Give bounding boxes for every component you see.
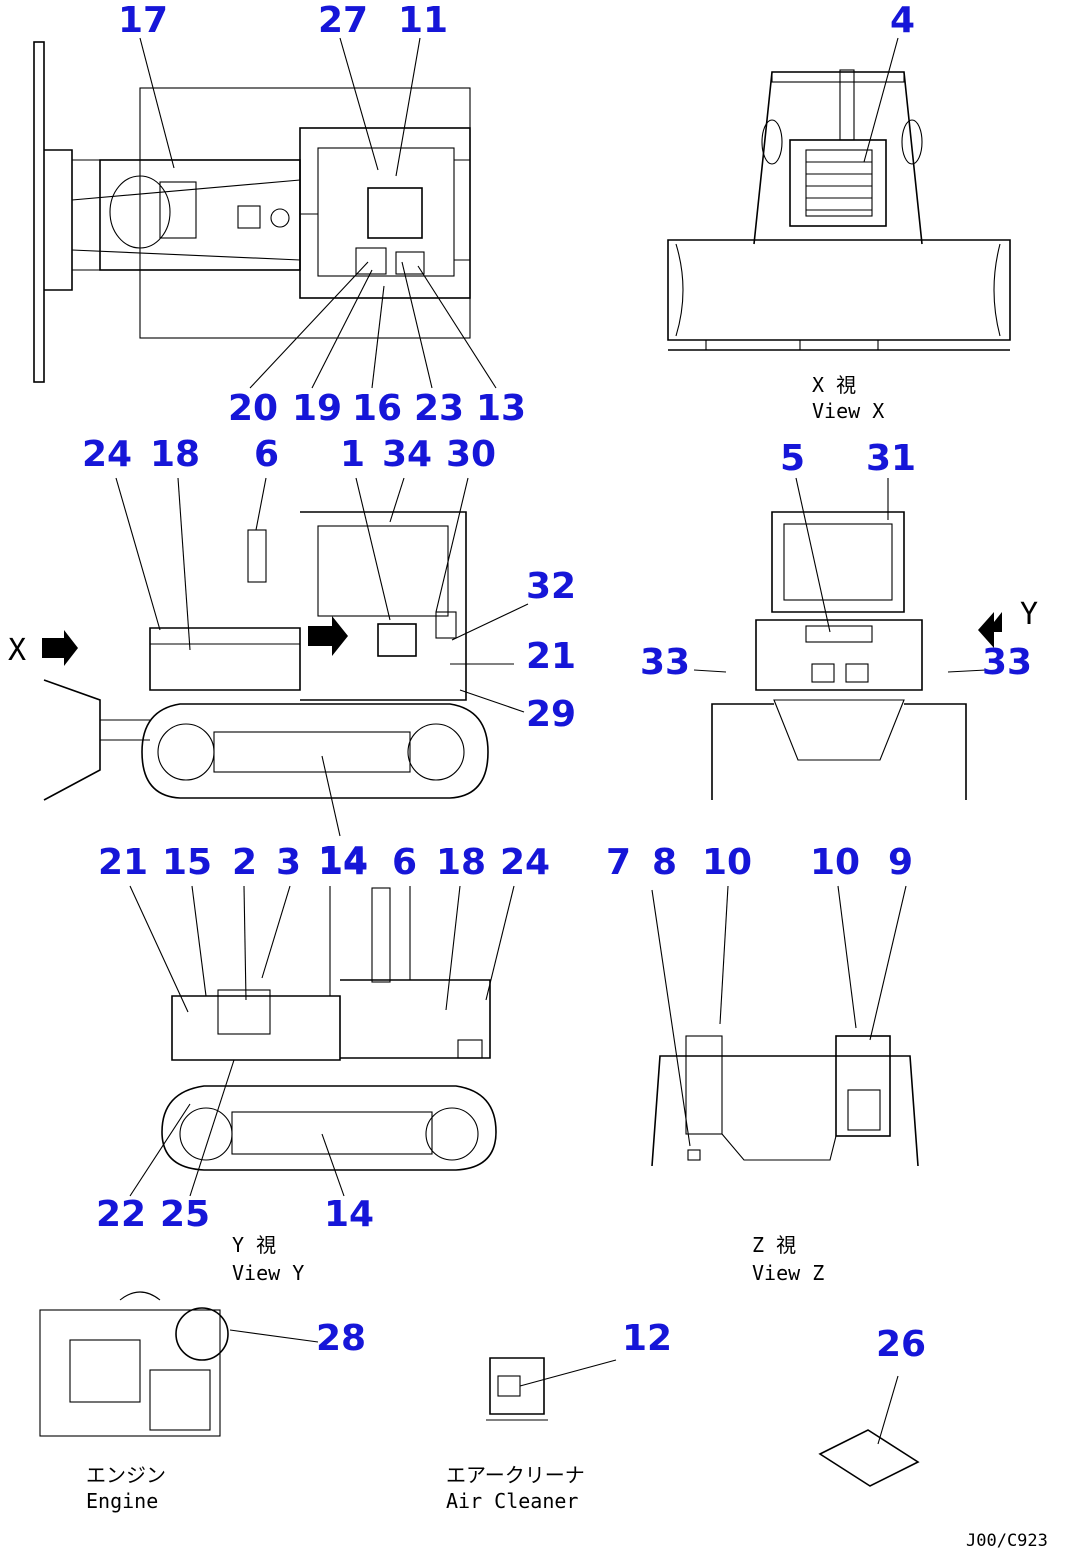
callout-side-1: 1 <box>340 434 365 475</box>
callout-yside-14-lower: 14 <box>324 1194 374 1235</box>
caption-engine-jp: エンジン <box>86 1463 166 1487</box>
top-view-drawing <box>33 37 497 389</box>
callouts-view-z: 7 8 10 10 9 <box>606 842 913 883</box>
callout-z-10-left: 10 <box>702 842 752 883</box>
callout-side-30: 30 <box>446 434 496 475</box>
callouts-misc: 28 12 26 <box>316 1318 926 1365</box>
caption-engine-en: Engine <box>86 1489 158 1513</box>
caption-view-x-en: View X <box>812 399 884 423</box>
callouts-view-x: 4 <box>890 0 915 41</box>
callout-side-32: 32 <box>526 566 576 607</box>
callout-yside-14: 14 <box>318 842 368 883</box>
callout-aircleaner-12: 12 <box>622 1318 672 1359</box>
side-view-drawing <box>42 477 529 837</box>
callout-yside-6: 6 <box>392 842 417 883</box>
callouts-side-view: 24 18 6 1 34 30 32 21 29 14 <box>82 434 576 881</box>
marker-y: Y <box>1020 597 1038 632</box>
callout-top-11: 11 <box>398 0 448 41</box>
callout-top-23: 23 <box>414 388 464 429</box>
callouts-view-y-side: 21 15 2 3 14 6 18 24 22 25 14 <box>96 842 550 1235</box>
callout-side-18: 18 <box>150 434 200 475</box>
caption-view-x-jp: X 視 <box>812 373 856 397</box>
callout-z-7: 7 <box>606 842 631 883</box>
callout-side-29: 29 <box>526 694 576 735</box>
view-z-drawing <box>651 885 919 1167</box>
callout-rear-33-left: 33 <box>640 642 690 683</box>
marker-x: X <box>8 633 26 668</box>
caption-view-y-jp: Y 視 <box>232 1233 276 1257</box>
callout-z-9: 9 <box>888 842 913 883</box>
callout-z-8: 8 <box>652 842 677 883</box>
callout-top-17: 17 <box>118 0 168 41</box>
callout-x-4: 4 <box>890 0 915 41</box>
callout-yside-25: 25 <box>160 1194 210 1235</box>
callout-top-27: 27 <box>318 0 368 41</box>
decal-26-drawing <box>818 1375 920 1487</box>
callout-side-34: 34 <box>382 434 432 475</box>
callout-rear-33-right: 33 <box>982 642 1032 683</box>
callout-side-24: 24 <box>82 434 132 475</box>
callout-yside-2: 2 <box>232 842 257 883</box>
caption-view-y-en: View Y <box>232 1261 304 1285</box>
caption-aircleaner-jp: エアークリーナ <box>446 1463 585 1487</box>
air-cleaner-drawing <box>486 1357 617 1421</box>
callout-side-6: 6 <box>254 434 279 475</box>
callout-yside-22: 22 <box>96 1194 146 1235</box>
engine-drawing <box>39 1291 319 1437</box>
caption-view-z-en: View Z <box>752 1261 824 1285</box>
callout-yside-21: 21 <box>98 842 148 883</box>
view-x-drawing <box>667 37 1011 351</box>
callout-side-14: 14 <box>318 840 368 881</box>
callout-top-19: 19 <box>292 388 342 429</box>
callout-top-20: 20 <box>228 388 278 429</box>
callout-yside-18: 18 <box>436 842 486 883</box>
view-captions: X 視 View X Y 視 View Y Z 視 View Z エンジン En… <box>86 373 884 1513</box>
caption-aircleaner-en: Air Cleaner <box>446 1489 578 1513</box>
callouts-view-y-rear: 5 31 33 33 <box>640 438 1032 683</box>
callout-rear-5: 5 <box>780 438 805 479</box>
callout-yside-24: 24 <box>500 842 550 883</box>
drawing-code: J00/C923 <box>966 1531 1048 1551</box>
callout-yside-15: 15 <box>162 842 212 883</box>
callout-top-16: 16 <box>352 388 402 429</box>
callout-decal-26: 26 <box>876 1324 926 1365</box>
callout-side-21: 21 <box>526 636 576 677</box>
view-y-rear-drawing <box>693 477 1002 800</box>
callout-z-10-right: 10 <box>810 842 860 883</box>
callout-engine-28: 28 <box>316 1318 366 1359</box>
callout-top-13: 13 <box>476 388 526 429</box>
callout-rear-31: 31 <box>866 438 916 479</box>
caption-view-z-jp: Z 視 <box>752 1233 796 1257</box>
callouts-top-view: 17 27 11 20 19 16 23 13 <box>118 0 526 429</box>
view-y-side-drawing <box>129 885 515 1197</box>
callout-yside-3: 3 <box>276 842 301 883</box>
